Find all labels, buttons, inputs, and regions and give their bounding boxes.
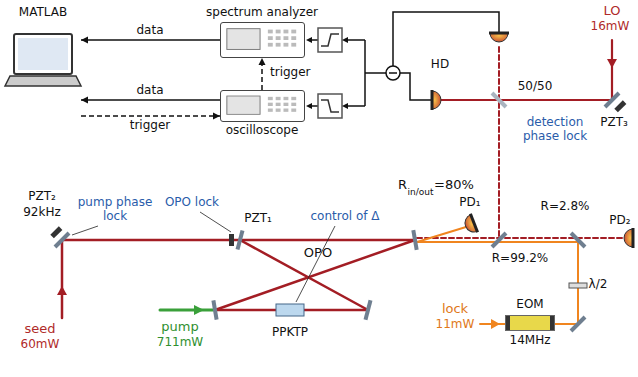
beam-arrowheads [57,59,617,329]
instrument-button [291,103,296,106]
cavity-name: OPO [304,246,332,261]
modulator-node: EOM 14MHz [505,298,555,348]
computer-name: MATLAB [5,6,81,20]
instrument-front [221,23,304,57]
signal-wires [310,12,499,118]
actuator-name: PZT₃ [600,116,628,130]
instrument-button [268,30,273,34]
source-name: lock [442,302,468,317]
instrument-screen [227,29,260,50]
mirrors [55,93,619,331]
instrument-button [276,43,281,47]
power-value: 711mW [157,336,203,350]
instrument-button [291,97,296,100]
instrument-button [283,109,288,112]
leader-lines [72,212,335,302]
instrument-button [268,103,273,106]
frequency-value: 92kHz [23,206,61,220]
modulator-crystal [505,315,555,331]
source-name: seed [24,322,55,337]
actuator-name: PZT₂ [28,190,56,204]
ppktp-crystal [276,304,304,316]
data-connector [259,58,266,90]
instrument-button [283,97,288,100]
instrument-box: oscilloscope [220,90,305,122]
instrument-button [268,36,273,40]
instrument-button [283,103,288,106]
control-note: detection phase lock [518,116,592,144]
power-value: 16mW [591,20,630,34]
instrument-name: spectrum analyzer [206,6,318,20]
reflectivity-subscript: in/out [408,187,434,197]
modulation-frequency: 14MHz [510,334,551,348]
source-name: LO [603,4,620,19]
power-value: 11mW [436,318,475,332]
instrument-button [291,30,296,34]
instrument-button [268,43,273,47]
arrowhead [81,97,88,104]
half-wave-plate [569,283,587,288]
arrowhead [259,58,266,65]
connector-line [81,99,220,101]
reflectivity-label: R=99.2% [492,252,549,266]
actuator-name: PZT₁ [244,212,272,226]
instrument-button [276,109,281,112]
instrument-button [283,30,288,34]
arrowhead [81,37,88,44]
control-note: OPO lock [165,196,219,210]
modulator-name: EOM [516,298,543,312]
instrument-button [276,30,281,34]
arrowhead [213,113,220,120]
instrument-button [283,43,288,47]
waveplate-name: λ/2 [589,278,608,292]
connector-label: data [134,24,165,38]
laptop-icon [5,34,81,86]
connector-line [81,39,220,41]
reflectivity-value: =80% [434,178,474,193]
connector-label: data [134,84,165,98]
power-value: 60mW [21,338,60,352]
laser-beams [62,40,624,324]
instrument-button [291,43,296,47]
instrument-screen [227,96,260,114]
instrument-button [283,36,288,40]
instrument-box: spectrum analyzer [220,22,305,58]
instrument-button [268,97,273,100]
detector-name: HD [431,58,449,72]
reflectivity-label: R=2.8% [541,200,590,214]
photodetectors [432,33,633,248]
piezo-actuators [50,100,626,246]
instrument-button [291,109,296,112]
connector-line [81,115,220,117]
crystal-name: PPKTP [272,326,308,340]
computer-node: MATLAB [5,6,81,124]
control-note: control of Δ [311,210,380,224]
instrument-name: oscilloscope [226,124,299,138]
instrument-button [291,36,296,40]
instrument-button [276,36,281,40]
instrument-button [276,97,281,100]
detector-name: PD₁ [459,196,480,210]
reflectivity-symbol: R [398,178,407,193]
instrument-button [268,109,273,112]
splitter-ratio: 50/50 [518,80,553,94]
connector-label: trigger [268,66,313,80]
control-note: pump phase lock [74,196,156,224]
instrument-button [276,103,281,106]
instrument-front [221,91,304,121]
connector-label: trigger [128,119,173,133]
source-name: pump [161,320,198,335]
detector-name: PD₂ [609,214,630,228]
